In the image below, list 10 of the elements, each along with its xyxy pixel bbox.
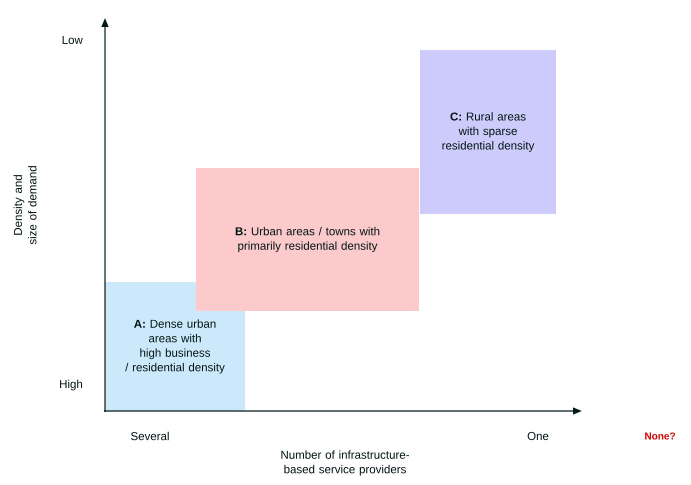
area-box: C: Rural areas with sparse residential density [420, 50, 556, 214]
axis-end-label: Low [62, 36, 83, 44]
axis-end-label: One [528, 432, 548, 440]
axis-title: Number of infrastructure-based service providers [281, 450, 410, 476]
area-box: B: Urban areas / towns with primarily residential density [196, 168, 419, 311]
axis-end-label: Several [131, 432, 169, 440]
axis-title: Density and size of demand [14, 166, 36, 244]
axis-end-label: High [60, 380, 82, 390]
area-box: A: Dense urban areas with high business / residential density [105, 282, 245, 411]
question-note: None? [645, 432, 675, 440]
